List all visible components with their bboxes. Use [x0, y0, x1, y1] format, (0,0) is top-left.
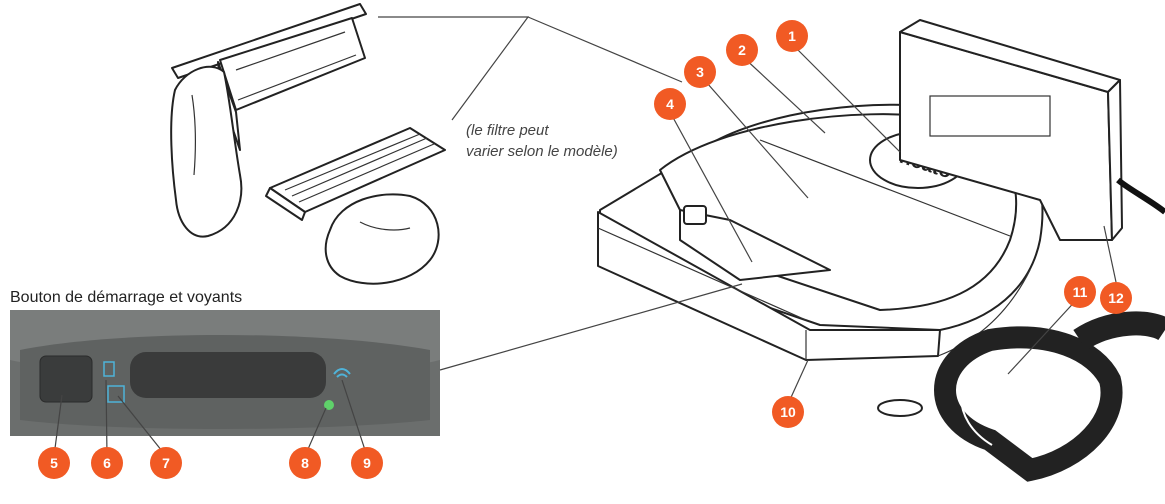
svg-text:4: 4: [666, 96, 674, 112]
status-indicator-icon: [324, 400, 334, 410]
panel-title: Bouton de démarrage et voyants: [10, 289, 242, 306]
callout-7: 7: [150, 447, 182, 479]
svg-text:10: 10: [780, 404, 796, 420]
callout-5: 5: [38, 447, 70, 479]
callout-6: 6: [91, 447, 123, 479]
svg-text:8: 8: [301, 455, 309, 471]
boundary-marker-illustration: [934, 311, 1165, 482]
svg-text:2: 2: [738, 42, 746, 58]
svg-text:1: 1: [788, 28, 796, 44]
callout-9: 9: [351, 447, 383, 479]
dust-bin-illustration: [170, 3, 446, 285]
leader-line-panel: [439, 283, 743, 371]
leader-line-bin: [378, 16, 683, 121]
callout-12: 12: [1100, 282, 1132, 314]
callout-3: 3: [684, 56, 716, 88]
callout-11: 11: [1064, 276, 1096, 308]
callout-10: 10: [772, 396, 804, 428]
svg-text:7: 7: [162, 455, 170, 471]
callout-8: 8: [289, 447, 321, 479]
svg-text:11: 11: [1073, 284, 1088, 300]
charging-base-illustration: [899, 19, 1165, 241]
callout-1: 1: [776, 20, 808, 52]
svg-text:6: 6: [103, 455, 111, 471]
svg-text:3: 3: [696, 64, 704, 80]
svg-text:9: 9: [363, 455, 371, 471]
start-button-panel: Bouton de démarrage et voyants: [10, 289, 440, 436]
callout-4: 4: [654, 88, 686, 120]
filter-note-line-1: (le filtre peut: [466, 122, 549, 139]
callout-leaders: [53, 43, 1117, 457]
filter-note-line-2: varier selon le modèle): [466, 143, 618, 160]
battery-indicator-icon: [103, 361, 115, 377]
callout-2: 2: [726, 34, 758, 66]
wifi-indicator-icon: [333, 368, 351, 378]
start-button: [39, 355, 93, 403]
svg-text:12: 12: [1108, 290, 1124, 306]
spot-clean-indicator-icon: [107, 385, 125, 403]
svg-text:5: 5: [50, 455, 58, 471]
